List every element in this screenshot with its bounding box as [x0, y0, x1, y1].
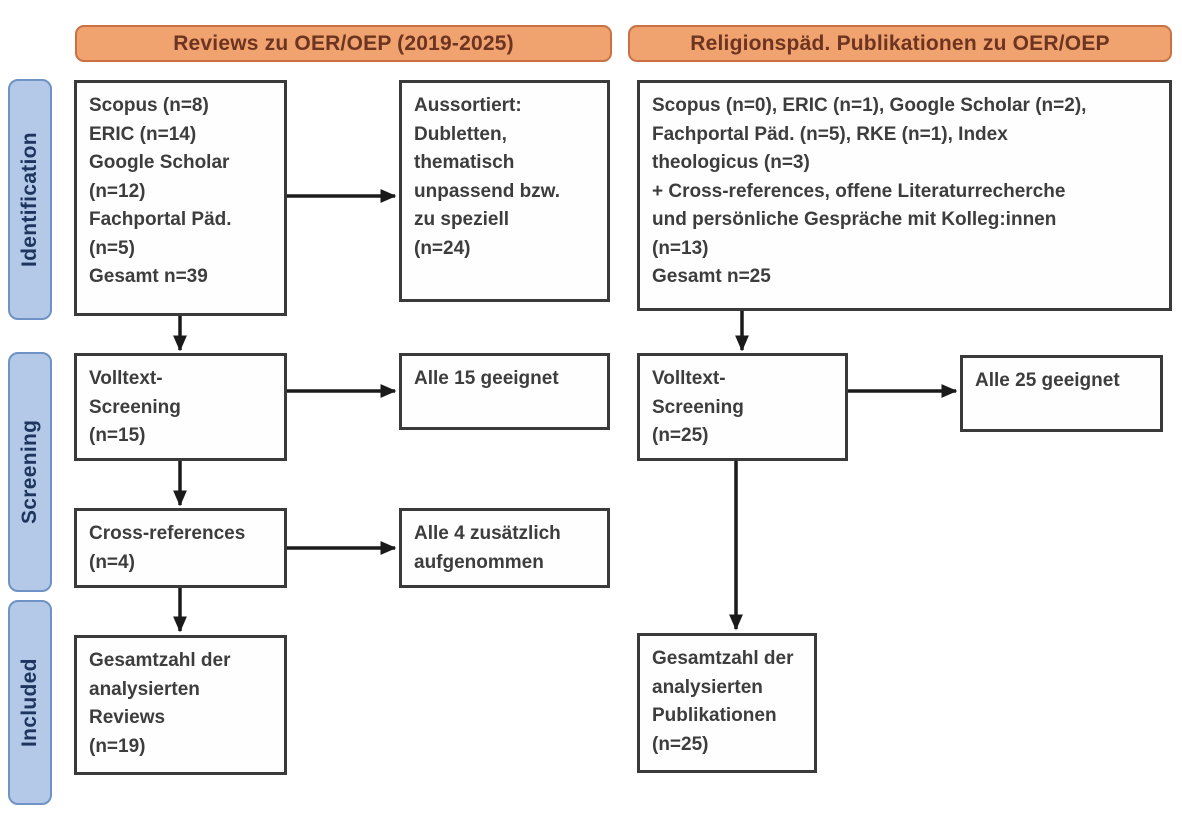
- box-right-included-total: Gesamtzahl der analysierten Publikatione…: [637, 633, 817, 773]
- box-left-included-total: Gesamtzahl der analysierten Reviews (n=1…: [74, 635, 287, 775]
- stage-label-screening: Screening: [8, 352, 52, 592]
- column-header-reviews: Reviews zu OER/OEP (2019-2025): [75, 25, 612, 62]
- box-right-screening-result: Alle 25 geeignet: [960, 355, 1163, 432]
- column-header-religionspaed: Religionspäd. Publikationen zu OER/OEP: [628, 25, 1172, 62]
- box-left-identification-sources: Scopus (n=8) ERIC (n=14) Google Scholar …: [74, 80, 287, 316]
- box-right-identification-sources: Scopus (n=0), ERIC (n=1), Google Scholar…: [637, 80, 1172, 311]
- box-left-screening-result: Alle 15 geeignet: [399, 353, 610, 430]
- box-left-cross-references-result: Alle 4 zusätzlich aufgenommen: [399, 508, 610, 588]
- box-left-cross-references: Cross-references (n=4): [74, 508, 287, 588]
- box-right-fulltext-screening: Volltext- Screening (n=25): [637, 353, 848, 461]
- stage-label-identification: Identification: [8, 79, 52, 320]
- stage-label-included: Included: [8, 600, 52, 805]
- box-left-excluded: Aussortiert: Dubletten, thematisch unpas…: [399, 80, 610, 302]
- box-left-fulltext-screening: Volltext- Screening (n=15): [74, 353, 287, 461]
